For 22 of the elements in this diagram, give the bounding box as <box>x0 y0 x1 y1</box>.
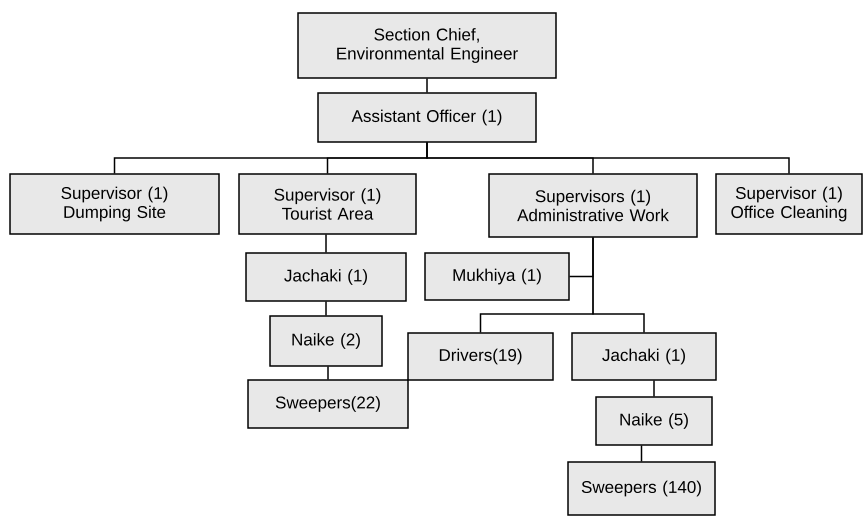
org-box: Naike (5) <box>595 396 713 446</box>
org-box: Naike (2) <box>269 315 383 367</box>
connector-line <box>325 234 327 252</box>
connector-line <box>426 78 428 92</box>
org-box: Assistant Officer (1) <box>317 92 537 143</box>
connector-line <box>640 446 642 462</box>
org-box: Jachaki (1) <box>571 332 717 381</box>
connector-line <box>325 302 327 316</box>
org-box: Mukhiya (1) <box>424 252 570 301</box>
connector-line <box>327 366 329 380</box>
org-box: Supervisors (1) Administrative Work <box>488 173 698 238</box>
org-box: Section Chief, Environmental Engineer <box>297 12 557 79</box>
org-box: Jachaki (1) <box>245 252 407 302</box>
connector-line <box>653 380 655 396</box>
org-box: Supervisor (1) Office Cleaning <box>715 173 863 235</box>
connector-line <box>426 142 790 174</box>
connector-line <box>592 238 645 332</box>
org-box: Supervisor (1) Dumping Site <box>9 173 220 235</box>
org-box: Sweepers(22) <box>247 379 409 429</box>
org-box: Sweepers (140) <box>567 461 716 516</box>
org-box: Drivers(19) <box>407 332 554 381</box>
org-box: Supervisor (1) Tourist Area <box>238 173 417 235</box>
